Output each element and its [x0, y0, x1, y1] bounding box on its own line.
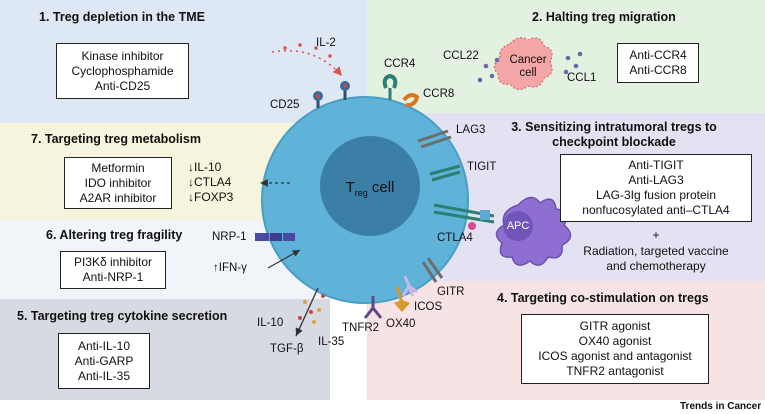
list-item: Kinase inhibitor: [81, 48, 164, 63]
panel-3-plus: +: [652, 228, 660, 242]
label-il10: IL-10: [257, 317, 284, 329]
apc-nucleus: [503, 211, 533, 241]
panel-6-title: 6. Altering treg fragility: [46, 228, 183, 242]
ccr4-receptor: [382, 73, 398, 100]
chemokine-dots-ccl1: [563, 51, 583, 75]
list-item: Anti-CCR4: [629, 48, 687, 62]
list-item: GITR agonist: [579, 319, 651, 333]
panel-7-box: Metformin IDO inhibitor A2AR inhibitor: [64, 157, 172, 209]
effect-il10: ↓IL-10: [188, 160, 222, 174]
list-item: Anti-GARP: [74, 353, 134, 368]
panel-5-box: Anti-IL-10 Anti-GARP Anti-IL-35: [58, 333, 150, 389]
list-item: PI3Kδ inhibitor: [73, 255, 153, 269]
list-item: Anti-LAG3: [628, 173, 684, 187]
label-ccl1: CCL1: [567, 72, 597, 84]
label-nrp1: NRP-1: [212, 231, 247, 243]
label-il35: IL-35: [318, 336, 345, 348]
label-tgfb: TGF-β: [270, 343, 304, 355]
cancer-cell: [493, 37, 553, 91]
label-ccr4: CCR4: [384, 58, 416, 70]
panel-cytokine-secretion: [0, 299, 330, 400]
list-item: nonfucosylated anti–CTLA4: [582, 203, 730, 217]
list-item: LAG-3Ig fusion protein: [595, 188, 717, 202]
panel-5-title: 5. Targeting treg cytokine secretion: [17, 309, 228, 323]
lag3-receptor: [417, 129, 452, 149]
list-item: Anti-TIGIT: [628, 158, 684, 172]
journal-footer: Trends in Cancer: [680, 401, 762, 412]
list-item: Anti-CCR8: [629, 63, 687, 77]
tnfr2-receptor: [363, 296, 383, 319]
list-item: IDO inhibitor: [84, 175, 152, 190]
label-ccr8: CCR8: [423, 88, 455, 100]
label-tigit: TIGIT: [467, 161, 497, 173]
ifng-arrow: [267, 249, 301, 269]
list-item: TNFR2 antagonist: [566, 364, 664, 378]
effect-ctla4: ↓CTLA4: [188, 175, 232, 189]
list-item: ICOS agonist and antagonist: [538, 349, 692, 363]
apc-label: APC: [506, 220, 530, 232]
panel-2-box: Anti-CCR4 Anti-CCR8: [617, 43, 699, 83]
il2-arrow: [271, 49, 343, 77]
cd25-receptor: [313, 91, 323, 108]
label-ctla4: CTLA4: [437, 232, 473, 244]
icos-receptor: [401, 275, 418, 297]
label-icos: ICOS: [414, 301, 443, 313]
panel-4-title: 4. Targeting co-stimulation on tregs: [497, 291, 709, 305]
panel-1-box: Kinase inhibitor Cyclophosphamide Anti-C…: [56, 43, 189, 99]
label-ifng: ↑IFN-γ: [213, 262, 247, 274]
list-item: Metformin: [91, 160, 145, 175]
il2-dots: [283, 43, 332, 58]
il2-receptor: [340, 81, 350, 100]
label-ccl22: CCL22: [443, 50, 479, 62]
list-item: OX40 agonist: [578, 334, 652, 348]
list-item: Anti-NRP-1: [82, 270, 144, 284]
treg-cell-label: Treg cell: [345, 179, 395, 198]
label-gitr: GITR: [437, 286, 465, 298]
ox40-receptor: [394, 286, 410, 312]
cytokine-dots: [298, 294, 325, 324]
treg-cell-nucleus: [320, 136, 420, 236]
list-item: Cyclophosphamide: [71, 63, 174, 78]
label-ox40: OX40: [386, 318, 416, 330]
ccr8-receptor: [402, 93, 420, 108]
metabolism-effects: ↓IL-10 ↓CTLA4 ↓FOXP3: [188, 160, 250, 205]
label-tnfr2: TNFR2: [342, 322, 380, 334]
label-cd25: CD25: [270, 99, 300, 111]
list-item: A2AR inhibitor: [79, 190, 157, 205]
chemokine-dots-ccl22: [477, 57, 500, 83]
tigit-receptor: [429, 164, 461, 182]
panel-3-box: Anti-TIGIT Anti-LAG3 LAG-3Ig fusion prot…: [560, 154, 752, 222]
list-item: Anti-IL-10: [77, 338, 131, 353]
label-lag3: LAG3: [456, 124, 486, 136]
gitr-receptor: [421, 257, 444, 283]
list-item: Anti-IL-35: [77, 368, 131, 383]
cytokine-arrow: [295, 287, 319, 337]
panel-4-box: GITR agonist OX40 agonist ICOS agonist a…: [521, 314, 709, 384]
label-il2: IL-2: [316, 37, 336, 49]
panel-1-title: 1. Treg depletion in the TME: [39, 10, 205, 24]
panel-2-title: 2. Halting treg migration: [532, 10, 676, 24]
effect-foxp3: ↓FOXP3: [188, 190, 234, 204]
ctla4-receptor: [433, 203, 495, 230]
panel-6-box: PI3Kδ inhibitor Anti-NRP-1: [60, 251, 166, 289]
panel-7-title: 7. Targeting treg metabolism: [31, 132, 201, 146]
list-item: Anti-CD25: [94, 78, 151, 93]
nrp1-receptor: [255, 233, 295, 241]
